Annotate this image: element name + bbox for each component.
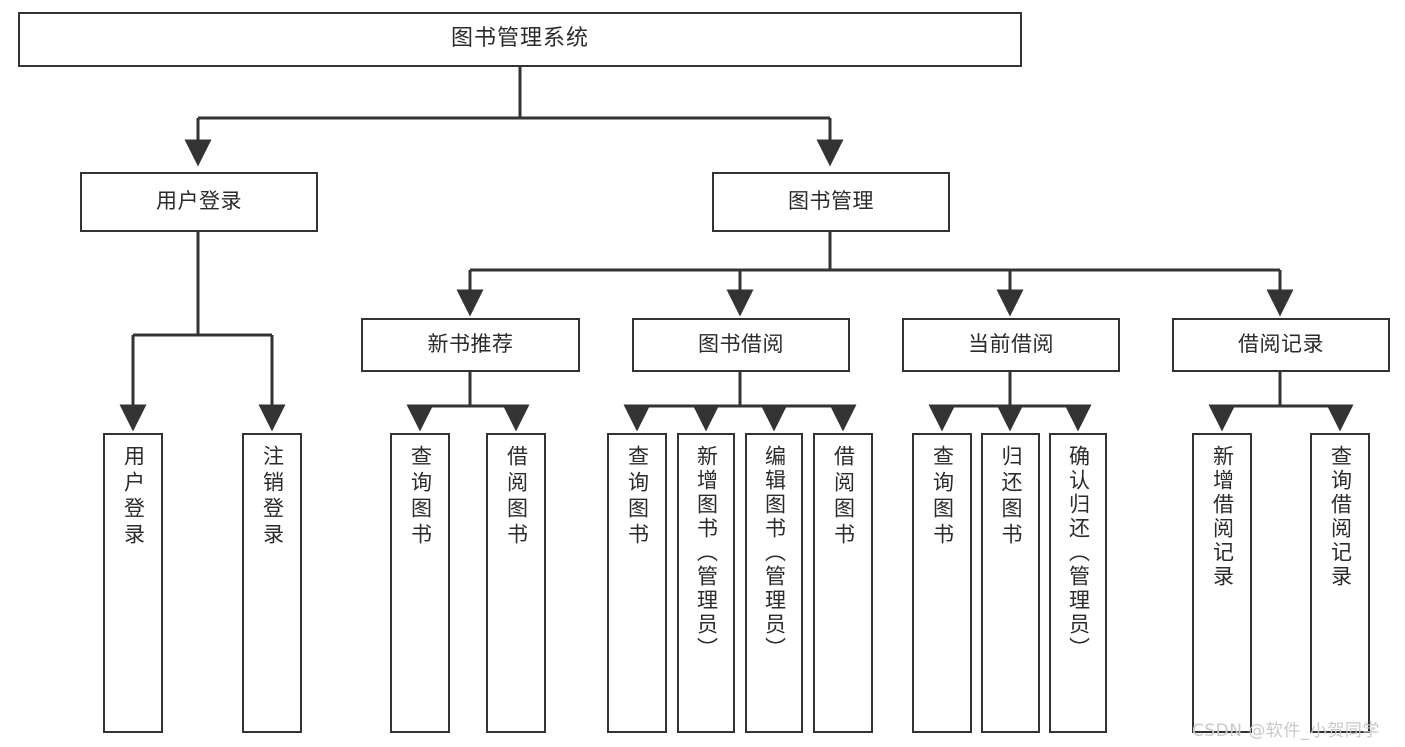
node-leaf-query-book-1[interactable]: 查询图书 [390,433,450,733]
node-book-manage-label: 图书管理 [788,189,874,214]
node-leaf-logout[interactable]: 注销登录 [242,433,302,733]
node-current-borrow[interactable]: 当前借阅 [902,318,1120,372]
node-user-login-label: 用户登录 [156,189,242,214]
node-leaf-borrow-book-2[interactable]: 借阅图书 [813,433,873,733]
node-leaf-add-record-label: 新增借阅记录 [1210,445,1235,589]
node-leaf-add-book-label: 新增图书（管理员） [694,445,719,661]
node-root[interactable]: 图书管理系统 [18,12,1022,67]
node-leaf-query-record[interactable]: 查询借阅记录 [1310,433,1370,733]
node-leaf-edit-book[interactable]: 编辑图书（管理员） [745,433,803,733]
node-root-label: 图书管理系统 [450,26,589,52]
node-leaf-query-book-3[interactable]: 查询图书 [912,433,972,733]
node-leaf-borrow-book-2-label: 借阅图书 [831,445,856,549]
node-leaf-borrow-book-1-label: 借阅图书 [504,445,529,549]
node-leaf-query-record-label: 查询借阅记录 [1328,445,1353,589]
node-new-book-rec[interactable]: 新书推荐 [361,318,580,372]
node-leaf-edit-book-label: 编辑图书（管理员） [762,445,787,661]
node-leaf-confirm-return[interactable]: 确认归还（管理员） [1049,433,1107,733]
node-leaf-user-login-label: 用户登录 [121,445,146,549]
node-borrow-record[interactable]: 借阅记录 [1172,318,1390,372]
node-leaf-return-book[interactable]: 归还图书 [981,433,1040,733]
watermark: CSDN @软件_小贺同学 [1192,721,1380,741]
node-user-login[interactable]: 用户登录 [80,172,318,232]
node-leaf-query-book-2-label: 查询图书 [625,445,650,549]
node-leaf-add-book[interactable]: 新增图书（管理员） [677,433,735,733]
node-book-manage[interactable]: 图书管理 [712,172,950,232]
node-leaf-query-book-1-label: 查询图书 [408,445,433,549]
node-leaf-borrow-book-1[interactable]: 借阅图书 [486,433,546,733]
node-leaf-query-book-2[interactable]: 查询图书 [607,433,667,733]
node-leaf-confirm-return-label: 确认归还（管理员） [1066,445,1091,661]
node-leaf-return-book-label: 归还图书 [999,445,1023,549]
node-leaf-query-book-3-label: 查询图书 [930,445,955,549]
node-book-borrow[interactable]: 图书借阅 [632,318,850,372]
node-leaf-add-record[interactable]: 新增借阅记录 [1192,433,1252,733]
node-borrow-record-label: 借阅记录 [1238,332,1324,357]
node-leaf-logout-label: 注销登录 [260,445,285,549]
node-book-borrow-label: 图书借阅 [698,332,784,357]
node-current-borrow-label: 当前借阅 [968,332,1054,357]
node-leaf-user-login[interactable]: 用户登录 [103,433,163,733]
node-new-book-rec-label: 新书推荐 [427,332,514,357]
